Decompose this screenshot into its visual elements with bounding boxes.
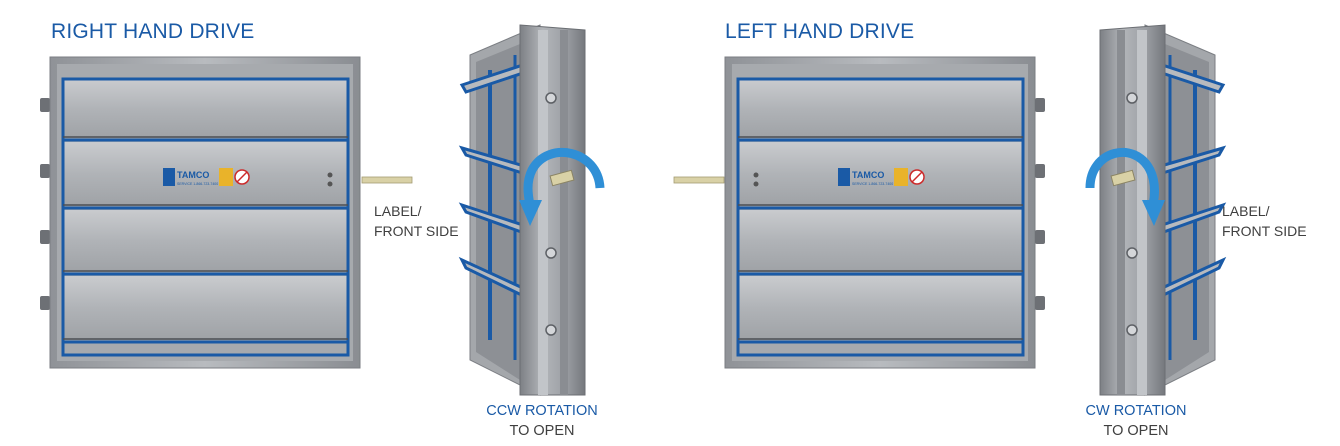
left-hand-drive-title: LEFT HAND DRIVE — [725, 20, 915, 43]
lhd-front-brackets — [1035, 98, 1045, 310]
ccw-rotation-arrow-icon — [519, 147, 605, 226]
ccw-rotation-label: CCW ROTATION TO OPEN — [472, 401, 612, 441]
rhd-front-brackets — [40, 98, 50, 310]
rhd-label-front-side: LABEL/ FRONT SIDE — [374, 203, 459, 239]
rhd-drive-shaft — [361, 176, 413, 184]
rhd-tamco-label: TAMCO SERVICE 1-866-723-7400 — [163, 168, 250, 186]
rhd-brand-name: TAMCO — [177, 170, 209, 180]
right-hand-drive-title: RIGHT HAND DRIVE — [51, 20, 255, 43]
cw-rotation-line1: CW ROTATION — [1085, 403, 1187, 419]
lhd-tamco-label: TAMCO SERVICE 1-866-723-7400 — [838, 168, 925, 186]
cw-rotation-label: CW ROTATION TO OPEN — [1066, 401, 1206, 441]
cw-rotation-line2: TO OPEN — [1103, 423, 1169, 439]
lhd-front-view: TAMCO SERVICE 1-866-723-7400 — [673, 56, 1045, 369]
lhd-brand-name: TAMCO — [852, 170, 884, 180]
lhd-label-front-side: LABEL/ FRONT SIDE — [1222, 203, 1307, 239]
lhd-side-view — [1085, 24, 1227, 396]
lhd-drive-shaft — [673, 176, 725, 184]
cw-rotation-arrow-icon — [1085, 148, 1165, 226]
rhd-brand-subtext: SERVICE 1-866-723-7400 — [177, 182, 218, 186]
lhd-brand-subtext: SERVICE 1-866-723-7400 — [852, 182, 893, 186]
ccw-rotation-line2: TO OPEN — [509, 423, 575, 439]
ccw-rotation-line1: CCW ROTATION — [486, 403, 598, 419]
rhd-side-view — [458, 24, 605, 396]
rhd-front-view: TAMCO SERVICE 1-866-723-7400 — [40, 56, 413, 369]
